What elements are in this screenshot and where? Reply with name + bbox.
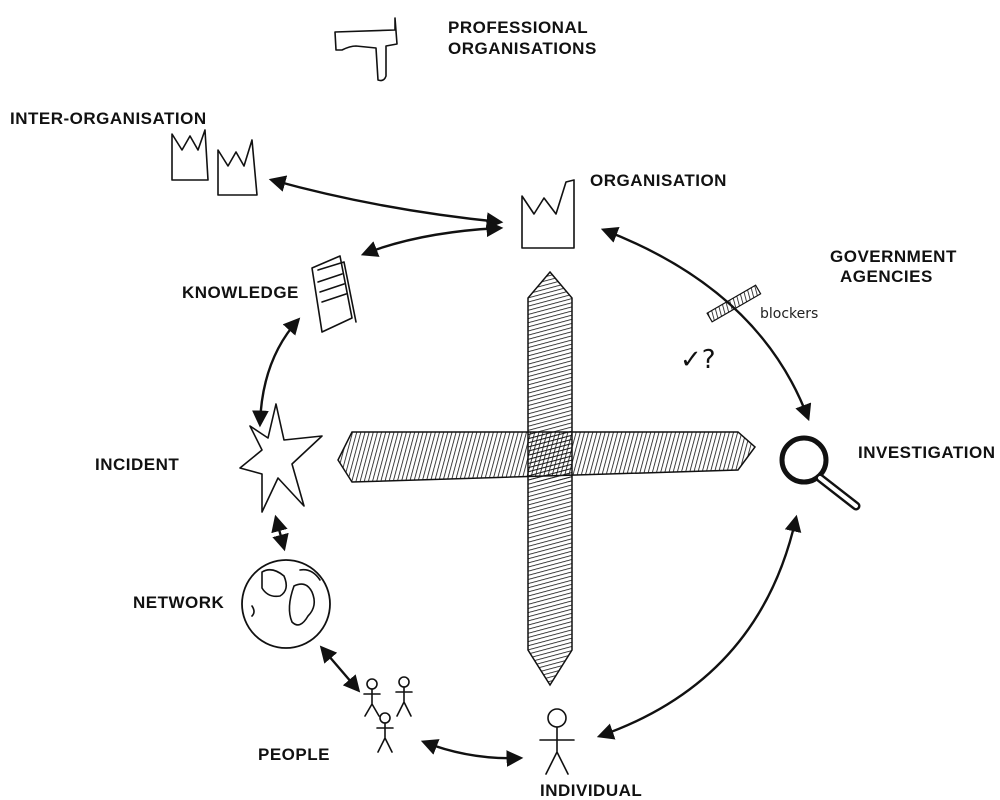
- government-agencies-node: GOVERNMENT AGENCIES: [830, 247, 957, 286]
- knowledge-label: KNOWLEDGE: [182, 283, 299, 302]
- globe-icon: [242, 560, 330, 648]
- government-agencies-label-line2: AGENCIES: [840, 267, 933, 286]
- check-question-label: ✓?: [680, 345, 716, 375]
- network-node: NETWORK: [133, 560, 330, 648]
- factory-icon: [522, 180, 574, 248]
- network-label: NETWORK: [133, 593, 225, 612]
- arrow-knowledge-incident: [260, 320, 298, 424]
- magnifier-icon: [782, 438, 856, 506]
- cross-center: [528, 432, 572, 482]
- book-icon: [312, 256, 356, 332]
- knowledge-node: KNOWLEDGE: [182, 256, 356, 332]
- arrow-individual-investigation: [600, 518, 796, 736]
- arrow-incident-network: [276, 518, 284, 548]
- arrow-network-people: [322, 648, 358, 690]
- incident-node: INCIDENT: [95, 404, 322, 512]
- inter-organisation-node: INTER-ORGANISATION: [10, 109, 257, 195]
- explosion-star-icon: [240, 404, 322, 512]
- people-label: PEOPLE: [258, 745, 330, 764]
- pillar-icon: [335, 18, 397, 81]
- arrow-inter-organisation-organisation: [272, 180, 500, 222]
- stick-figure-icon: [540, 709, 574, 774]
- investigation-label: INVESTIGATION: [858, 443, 995, 462]
- organisation-label: ORGANISATION: [590, 171, 727, 190]
- individual-node: INDIVIDUAL: [540, 709, 642, 800]
- arrow-people-individual: [424, 742, 520, 758]
- professional-organisations-label-line1: PROFESSIONAL: [448, 18, 588, 37]
- individual-label: INDIVIDUAL: [540, 781, 642, 800]
- investigation-node: INVESTIGATION: [782, 438, 995, 506]
- group-stick-figures-icon: [364, 677, 412, 752]
- organisation-node: ORGANISATION: [522, 171, 727, 248]
- arrow-organisation-knowledge: [364, 228, 500, 254]
- blockers-node: blockers ✓?: [680, 285, 818, 375]
- arrow-organisation-investigation: [604, 230, 808, 418]
- professional-organisations-node: PROFESSIONAL ORGANISATIONS: [335, 18, 597, 81]
- central-cross: [338, 272, 755, 685]
- blockers-label: blockers: [760, 306, 818, 322]
- professional-organisations-label-line2: ORGANISATIONS: [448, 39, 597, 58]
- inter-organisation-label: INTER-ORGANISATION: [10, 109, 207, 128]
- two-factories-icon: [172, 130, 257, 195]
- people-node: PEOPLE: [258, 677, 412, 764]
- incident-label: INCIDENT: [95, 455, 179, 474]
- government-agencies-label-line1: GOVERNMENT: [830, 247, 957, 266]
